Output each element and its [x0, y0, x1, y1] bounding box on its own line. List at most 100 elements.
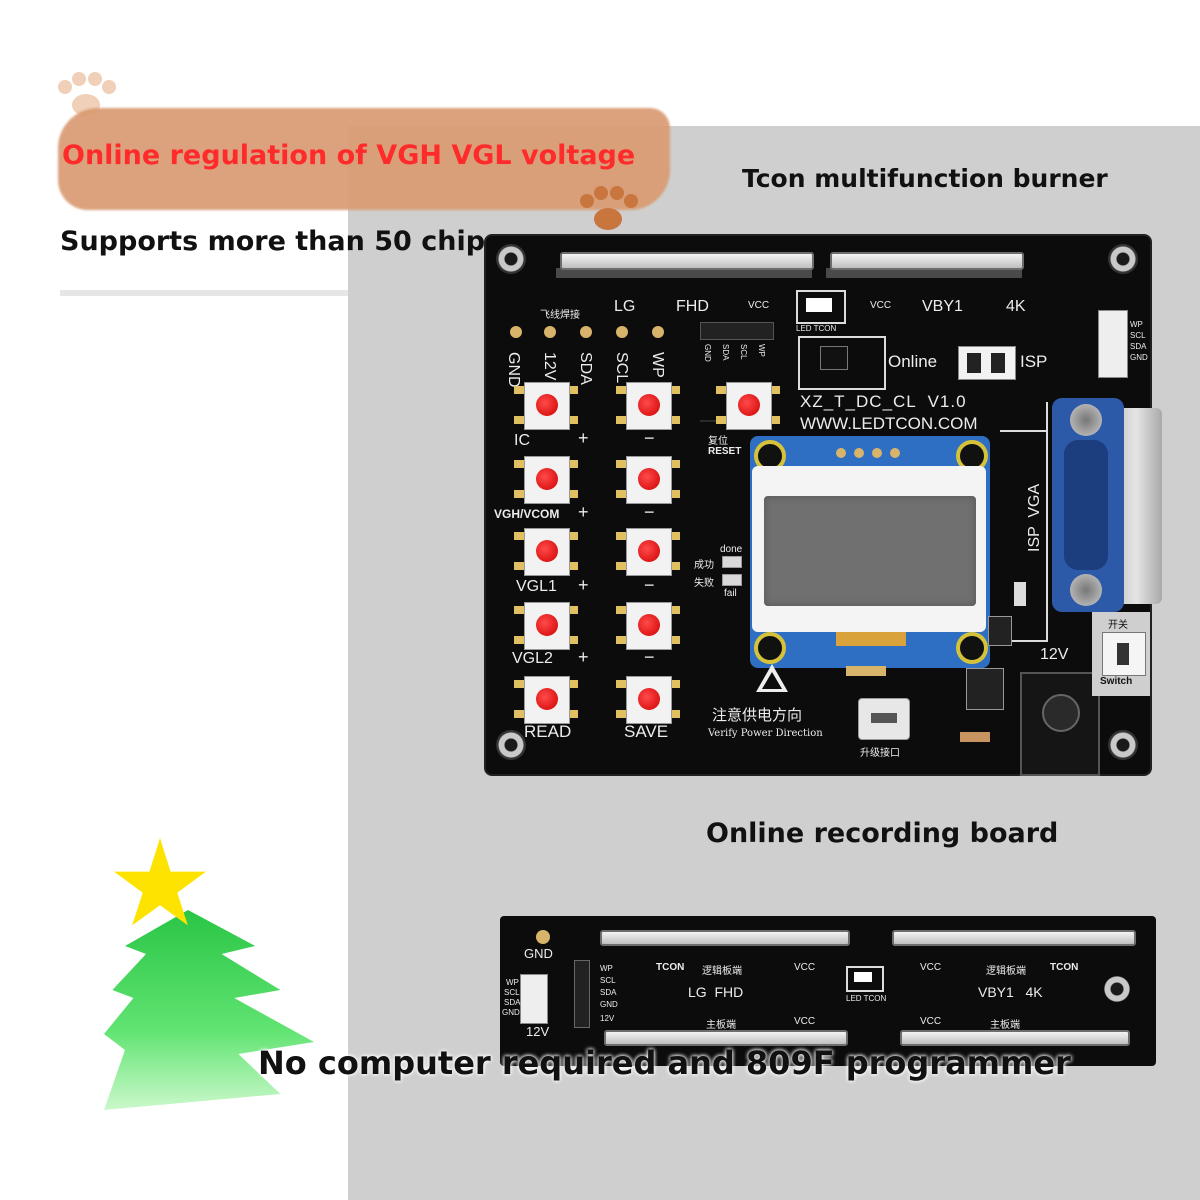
button-vgh-vcom-plus[interactable]	[514, 454, 578, 504]
small-pin-sda: SDA	[600, 988, 617, 997]
small-fpc-right-top[interactable]	[892, 930, 1136, 946]
oled-ribbon	[836, 632, 906, 646]
small-right-bot-vcc: VCC	[920, 1016, 942, 1027]
label-plus: +	[578, 575, 589, 595]
gold-pad-wp[interactable]	[652, 326, 664, 338]
label-vcc-left: VCC	[748, 300, 770, 311]
led-fail-icon	[722, 574, 742, 586]
switch-label-cn: 开关	[1108, 620, 1128, 631]
pin-label-sda: SDA	[577, 352, 594, 385]
label-vgh-vcom: VGH/VCOM	[494, 507, 560, 521]
small-right-top-vcc: VCC	[920, 962, 942, 973]
mounting-ring-icon	[956, 632, 988, 664]
caption-tcon-burner: Tcon multifunction burner	[742, 164, 1108, 193]
oled-screen	[764, 496, 976, 606]
label-4k: 4K	[1006, 298, 1026, 315]
small-pin-gnd: GND	[600, 1000, 618, 1009]
usb-port[interactable]	[858, 698, 910, 740]
small-right-mid: VBY1 4K	[978, 984, 1043, 1000]
gold-pad-sda[interactable]	[580, 326, 592, 338]
label-minus: −	[644, 428, 655, 448]
small-left-bot-vcc: VCC	[794, 1016, 816, 1027]
switch-label: Switch	[1100, 676, 1133, 687]
divider	[60, 290, 348, 296]
fpc-connector-vby1-4k[interactable]	[830, 252, 1024, 270]
label-read: READ	[524, 722, 572, 741]
pcb-trace	[1046, 402, 1048, 642]
button-vgh-vcom-minus[interactable]	[616, 454, 680, 504]
small-right-top-cn: 逻辑板端	[986, 966, 1026, 977]
label-plus: +	[578, 428, 589, 448]
chip-outline	[798, 336, 886, 390]
small-led-tcon-text: LED TCON	[846, 994, 887, 1003]
button-save[interactable]	[616, 674, 680, 724]
pcb-trace	[1000, 430, 1048, 432]
pin-header[interactable]	[700, 322, 774, 340]
label-vcc-right: VCC	[870, 300, 892, 311]
power-switch[interactable]	[1102, 632, 1146, 676]
mounting-hole-icon	[1108, 244, 1138, 274]
header-label-sda: SDA	[721, 344, 730, 361]
label-lg: LG	[614, 298, 636, 315]
small-side-pin-scl: SCL	[504, 988, 520, 997]
small-fpc-left-bottom[interactable]	[604, 1030, 848, 1046]
label-vgl1: VGL1	[516, 578, 557, 595]
gold-pad-gnd[interactable]	[536, 930, 550, 944]
side-pin-sda: SDA	[1130, 342, 1147, 351]
button-vgl1-minus[interactable]	[616, 526, 680, 576]
small-fpc-left-top[interactable]	[600, 930, 850, 946]
caption-online-board: Online recording board	[706, 818, 1059, 849]
button-vgl2-minus[interactable]	[616, 600, 680, 650]
status-ok-cn: 成功	[694, 560, 714, 571]
label-save: SAVE	[624, 722, 669, 741]
small-side-connector[interactable]	[520, 974, 548, 1024]
isp-label: ISP	[1020, 352, 1048, 371]
side-connector[interactable]	[1098, 310, 1128, 378]
label-ic: IC	[514, 432, 530, 449]
caption-no-computer: No computer required and 809F programmer	[258, 1044, 1071, 1082]
small-pin-header[interactable]	[574, 960, 590, 1028]
button-ic-plus[interactable]	[514, 380, 578, 430]
status-done: done	[720, 544, 743, 555]
small-fpc-right-bottom[interactable]	[900, 1030, 1130, 1046]
paw-print-icon	[578, 186, 638, 236]
button-read[interactable]	[514, 674, 578, 724]
power-direction-en: Verify Power Direction	[708, 728, 823, 739]
pcb-trace	[1000, 640, 1048, 642]
button-vgl2-plus[interactable]	[514, 600, 578, 650]
small-left-bot-cn: 主板端	[706, 1020, 736, 1031]
fpc-connector-base	[556, 268, 812, 278]
small-side-pin-wp: WP	[506, 978, 519, 987]
side-pin-wp: WP	[1130, 320, 1143, 329]
banner-background	[58, 108, 670, 210]
small-pin-scl: SCL	[600, 976, 616, 985]
pin-label-12v: 12V	[541, 352, 558, 381]
small-right-top-tcon: TCON	[1050, 962, 1079, 973]
url-label: WWW.LEDTCON.COM	[800, 414, 978, 433]
header-label-wp: WP	[757, 344, 766, 357]
button-reset[interactable]	[716, 380, 780, 430]
small-right-bot-cn: 主板端	[990, 1020, 1020, 1031]
small-led-tcon-logo-icon	[846, 966, 884, 992]
label-minus: −	[644, 647, 655, 667]
led-tcon-logo-icon	[796, 290, 846, 324]
status-fail-cn: 失败	[694, 578, 714, 589]
reset-label: RESET	[708, 446, 742, 457]
online-isp-dip-switch[interactable]	[958, 346, 1016, 380]
label-fhd: FHD	[676, 298, 709, 315]
small-chip-icon	[846, 666, 886, 676]
vga-screw-icon	[1070, 574, 1102, 606]
gold-pad-12v[interactable]	[544, 326, 556, 338]
fpc-connector-lg-fhd[interactable]	[560, 252, 814, 270]
side-pin-gnd: GND	[1130, 353, 1148, 362]
button-vgl1-plus[interactable]	[514, 526, 578, 576]
gold-pad-scl[interactable]	[616, 326, 628, 338]
small-side-pin-sda: SDA	[504, 998, 521, 1007]
button-ic-minus[interactable]	[616, 380, 680, 430]
dc-power-jack[interactable]	[1020, 672, 1100, 776]
gold-pad-gnd[interactable]	[510, 326, 522, 338]
resistor-icon	[1014, 582, 1026, 606]
small-side-pin-gnd: GND	[502, 1008, 520, 1017]
chip-icon	[820, 346, 848, 370]
mounting-hole-icon	[1108, 730, 1138, 760]
